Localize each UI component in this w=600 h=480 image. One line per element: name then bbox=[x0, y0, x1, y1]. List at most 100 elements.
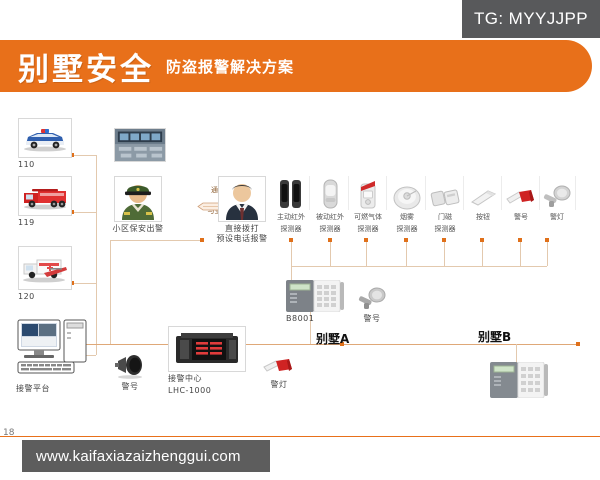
connector-villa-a-vert bbox=[310, 312, 311, 344]
connector-sensor-drop bbox=[482, 240, 483, 266]
service-110[interactable]: 110 bbox=[18, 118, 72, 170]
sensor-label-line2: 探测器 bbox=[357, 225, 379, 234]
sensor-gas[interactable]: 可燃气体 探测器 bbox=[349, 176, 387, 234]
sensor-label-line1: 门磁 bbox=[438, 213, 452, 221]
connector-services-trunk bbox=[96, 155, 97, 355]
fire-truck-icon bbox=[18, 176, 72, 216]
connector-110-branch bbox=[72, 155, 96, 156]
owner-label-line2: 预设电话报警 bbox=[216, 234, 268, 243]
sensor-label-line2: 探测器 bbox=[280, 225, 302, 234]
police-car-icon bbox=[18, 118, 72, 158]
page-subtitle: 防盗报警解决方案 bbox=[166, 57, 295, 76]
connector-dot bbox=[70, 153, 74, 157]
sensor-label-line1: 警灯 bbox=[550, 213, 564, 221]
strobe-siren-icon bbox=[356, 286, 388, 312]
villa-b-panel[interactable] bbox=[490, 361, 548, 399]
connector-dot bbox=[70, 210, 74, 214]
villa-a-panel-label: B8001 bbox=[286, 314, 315, 323]
alarm-control-panel-icon bbox=[490, 361, 548, 399]
ambulance-icon bbox=[18, 246, 72, 290]
connector-119-branch bbox=[72, 212, 96, 213]
villa-b-title: 别墅B bbox=[478, 330, 512, 344]
footer-watermark: www.kaifaxiazaizhenggui.com bbox=[22, 440, 270, 472]
siren-horn-icon bbox=[502, 176, 540, 210]
horn-speaker-icon bbox=[112, 352, 148, 380]
sensor-siren-horn[interactable]: 警号 bbox=[502, 176, 540, 225]
owner-label-line1: 直接拨打 bbox=[225, 224, 259, 233]
connector-dot bbox=[576, 342, 580, 346]
sensor-label-line1: 可燃气体 bbox=[354, 213, 382, 221]
connector-sensor-drop bbox=[366, 240, 367, 266]
villa-a-siren[interactable]: 警号 bbox=[356, 286, 388, 324]
door-magnetic-contact-icon bbox=[426, 176, 464, 210]
connector-sensor-drop bbox=[547, 240, 548, 266]
bottom-strobe-siren[interactable]: 警灯 bbox=[262, 356, 296, 390]
sensor-strobe-light[interactable]: 警灯 bbox=[538, 176, 576, 225]
service-120[interactable]: 120 bbox=[18, 246, 72, 302]
connector-dot bbox=[404, 238, 408, 242]
bottom-horn-speaker[interactable]: 警号 bbox=[112, 352, 148, 392]
bottom-strobe-label: 警灯 bbox=[270, 380, 288, 389]
connector-dot bbox=[364, 238, 368, 242]
service-120-label: 120 bbox=[18, 292, 35, 301]
connector-sensor-drop bbox=[406, 240, 407, 266]
footer-watermark-text: www.kaifaxiazaizhenggui.com bbox=[36, 447, 241, 465]
footer-divider bbox=[0, 436, 600, 437]
connector-dot bbox=[545, 238, 549, 242]
service-119[interactable]: 119 bbox=[18, 176, 72, 228]
security-guard-node[interactable]: 小区保安出警 bbox=[113, 176, 174, 234]
sensor-label-line1: 被动红外 bbox=[316, 213, 344, 221]
alarm-center-node[interactable]: 接警中心 LHC-1000 bbox=[168, 326, 246, 396]
connector-120-branch bbox=[72, 283, 96, 284]
connector-sensor-to-panel bbox=[291, 266, 292, 288]
connector-dot bbox=[340, 342, 344, 346]
page-title: 别墅安全 bbox=[18, 51, 154, 88]
strobe-light-icon bbox=[538, 176, 576, 210]
sensor-label-line1: 主动红外 bbox=[277, 213, 305, 221]
sensor-passive-infrared[interactable]: 被动红外 探测器 bbox=[311, 176, 349, 234]
page-number: 18 bbox=[3, 428, 15, 438]
panic-button-icon bbox=[464, 176, 502, 210]
alarm-control-panel-icon bbox=[286, 279, 344, 313]
monitoring-platform[interactable]: 接警平台 bbox=[16, 318, 96, 394]
sensor-door-contact[interactable]: 门磁 探测器 bbox=[426, 176, 464, 234]
villa-a-title: 别墅A bbox=[316, 332, 350, 346]
security-guard-label: 小区保安出警 bbox=[112, 224, 164, 233]
connector-villa-b-vert bbox=[516, 344, 517, 364]
villa-a-panel[interactable]: B8001 bbox=[286, 279, 344, 324]
security-guard-icon bbox=[114, 176, 162, 222]
sensor-label-line2: 探测器 bbox=[434, 225, 456, 234]
sensor-label-line1: 按钮 bbox=[476, 213, 490, 221]
alarm-receiver-icon bbox=[168, 326, 246, 372]
owner-node[interactable]: 直接拨打 预设电话报警 bbox=[217, 176, 276, 244]
sensor-label-line2: 探测器 bbox=[319, 225, 341, 234]
tg-badge-text: TG: MYYJJPP bbox=[474, 9, 588, 28]
connector-guard-link bbox=[110, 240, 202, 241]
sensor-label-line2: 探测器 bbox=[396, 225, 418, 234]
tg-watermark-badge: TG: MYYJJPP bbox=[462, 0, 600, 38]
smoke-detector-icon bbox=[388, 176, 426, 210]
strobe-siren-icon bbox=[262, 356, 296, 378]
service-110-label: 110 bbox=[18, 160, 35, 169]
sensor-smoke[interactable]: 烟雾 探测器 bbox=[388, 176, 426, 234]
connector-dot bbox=[442, 238, 446, 242]
sensor-panic-button[interactable]: 按钮 bbox=[464, 176, 502, 225]
connector-sensor-drop bbox=[330, 240, 331, 266]
connector-sensor-drop bbox=[291, 240, 292, 266]
connector-sensor-bus bbox=[291, 266, 547, 267]
connector-dot bbox=[70, 281, 74, 285]
sensor-label-line1: 烟雾 bbox=[400, 213, 414, 221]
connector-sensor-drop bbox=[520, 240, 521, 266]
control-room-node[interactable] bbox=[114, 128, 166, 162]
connector-sensor-drop bbox=[444, 240, 445, 266]
connector-platform-vert bbox=[110, 240, 111, 344]
monitoring-platform-label: 接警平台 bbox=[16, 384, 50, 393]
sensor-active-infrared[interactable]: 主动红外 探测器 bbox=[272, 176, 310, 234]
desktop-computer-icon bbox=[16, 318, 96, 380]
bottom-horn-label: 警号 bbox=[121, 382, 139, 391]
active-infrared-detector-icon bbox=[272, 176, 310, 210]
service-119-label: 119 bbox=[18, 218, 35, 227]
alarm-center-label: 接警中心 bbox=[168, 374, 202, 383]
alarm-center-model: LHC-1000 bbox=[168, 386, 212, 395]
sensor-label-line1: 警号 bbox=[514, 213, 528, 221]
